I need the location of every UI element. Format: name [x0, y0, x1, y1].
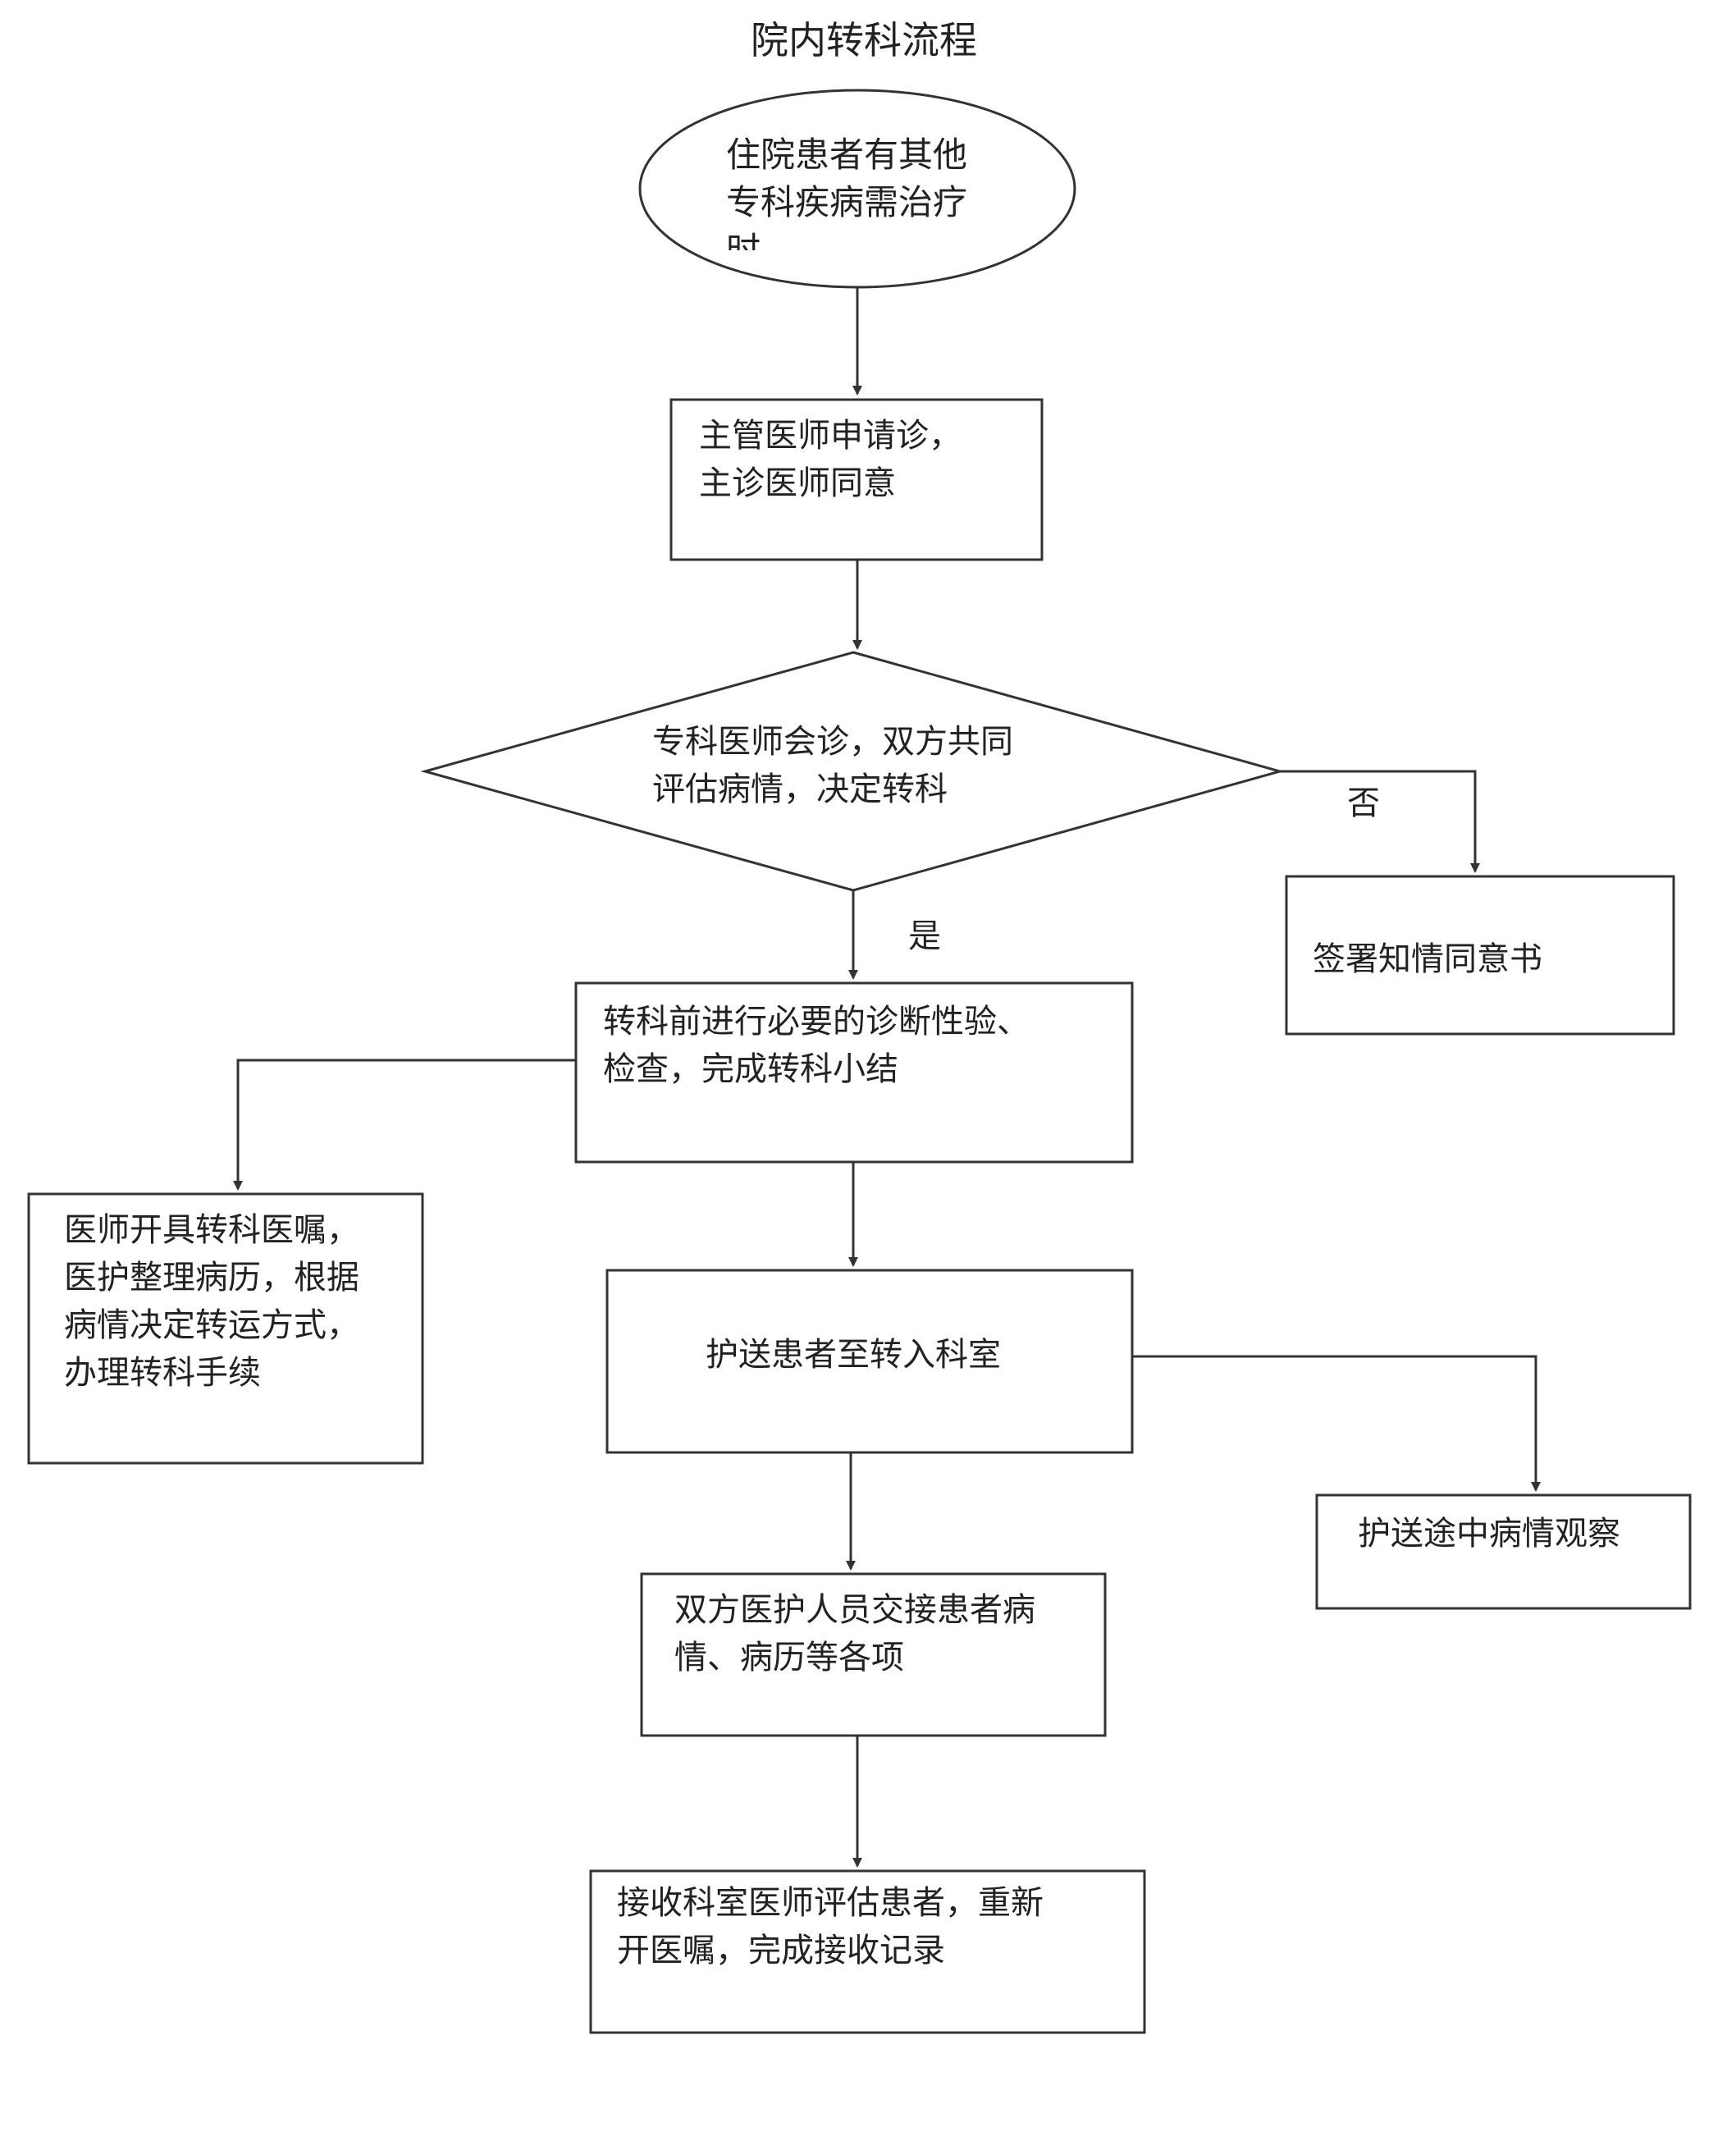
branch-no-label: 否 [1347, 784, 1380, 822]
page-title: 院内转科流程 [751, 18, 977, 62]
start-node-label: 住院患者有其他 专科疾病需治疗 时 [726, 135, 968, 250]
arrow-consult-consent [1280, 770, 1480, 873]
escort-node-label: 护送患者至转入科室 [706, 1336, 1001, 1374]
handover-node-label: 双方医护人员交接患者病 情、病历等各项 [674, 1591, 1035, 1676]
observe-node-label: 护送途中病情观察 [1358, 1515, 1620, 1553]
orders-node-label: 医师开具转科医嘱， 医护整理病历，根据 病情决定转运方式， 办理转科手续 [64, 1211, 359, 1392]
consent-box [1285, 875, 1675, 1036]
receive-node-label: 接收科室医师评估患者，重新 开医嘱，完成接收记录 [617, 1884, 1044, 1969]
arrow-escort-observe [1132, 1355, 1541, 1492]
observe-box [1315, 1493, 1692, 1610]
prepare-node-label: 转科前进行必要的诊断性验、 检查，完成转科小结 [603, 1003, 1030, 1088]
consult-node-label: 专科医师会诊，双方共同 评估病情，决定转科 [652, 723, 1013, 808]
consent-node-label: 签署知情同意书 [1313, 940, 1542, 978]
arrow-prepare-orders [233, 1059, 576, 1191]
handover-box [640, 1572, 1107, 1737]
receive-box [589, 1869, 1146, 2034]
orders-box [27, 1192, 424, 1465]
escort-box [605, 1269, 1134, 1454]
apply-node-label: 主管医师申请诊， 主诊医师同意 [699, 417, 962, 502]
branch-yes-label: 是 [908, 917, 941, 955]
